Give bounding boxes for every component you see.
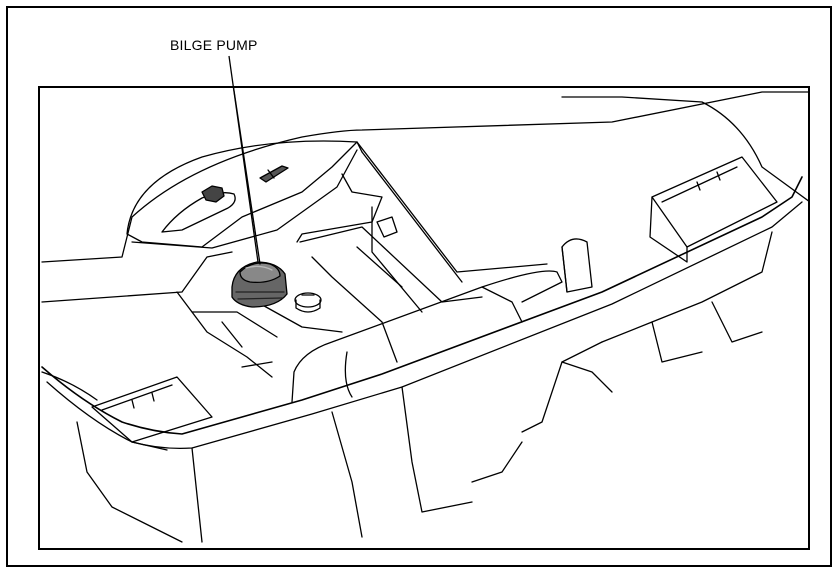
drain-plug-icon: [294, 292, 322, 313]
gunwale: [41, 176, 803, 451]
deck-surface: [41, 91, 808, 401]
support-post: [561, 238, 593, 293]
hull-sides: [76, 231, 773, 543]
forward-hatch-box: [91, 376, 213, 443]
coaming-panel: [291, 270, 563, 403]
callout-leader-line: [232, 88, 261, 265]
interior-bench: [176, 291, 343, 378]
cockpit-walls: [296, 141, 548, 363]
bilge-pump-icon: [231, 261, 288, 308]
aft-hatch-box: [649, 156, 778, 263]
bilge-pump-callout-label: BILGE PUMP: [170, 37, 258, 53]
boat-hull-illustration: [38, 86, 810, 550]
